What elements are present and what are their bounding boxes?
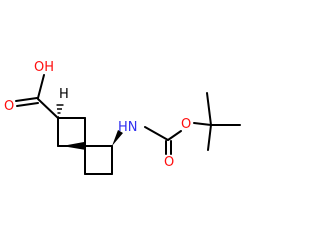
bond-tbu-up (206, 92, 212, 126)
bond-n-to-carbonyl-c (144, 126, 169, 141)
ester-oxygen-label: O (181, 117, 191, 132)
bond-acid-c-double-o-1 (15, 97, 38, 102)
acid-carbonyl-oxygen-label: O (4, 99, 14, 114)
hashed-wedge-alpha-h (56, 104, 64, 118)
amine-label: HN (118, 120, 138, 135)
wedge-to-nh (112, 130, 123, 146)
bond-ester-o-to-tbu (193, 122, 212, 126)
bond-tbu-down (207, 124, 212, 151)
bond-acid-c-double-o-2 (16, 102, 39, 107)
molecule-structure: OH O H HN O O (4, 60, 241, 175)
bond-acid-c-to-oh (37, 74, 45, 99)
alpha-hydrogen-label: H (59, 87, 69, 102)
wedge-spiro (62, 142, 86, 150)
hydroxyl-label: OH (34, 60, 54, 75)
bond-carbonyl-c-to-ester-o (167, 130, 182, 141)
bond-acid-c-to-ring (37, 98, 59, 119)
carbamate-carbonyl-oxygen-label: O (164, 155, 174, 170)
